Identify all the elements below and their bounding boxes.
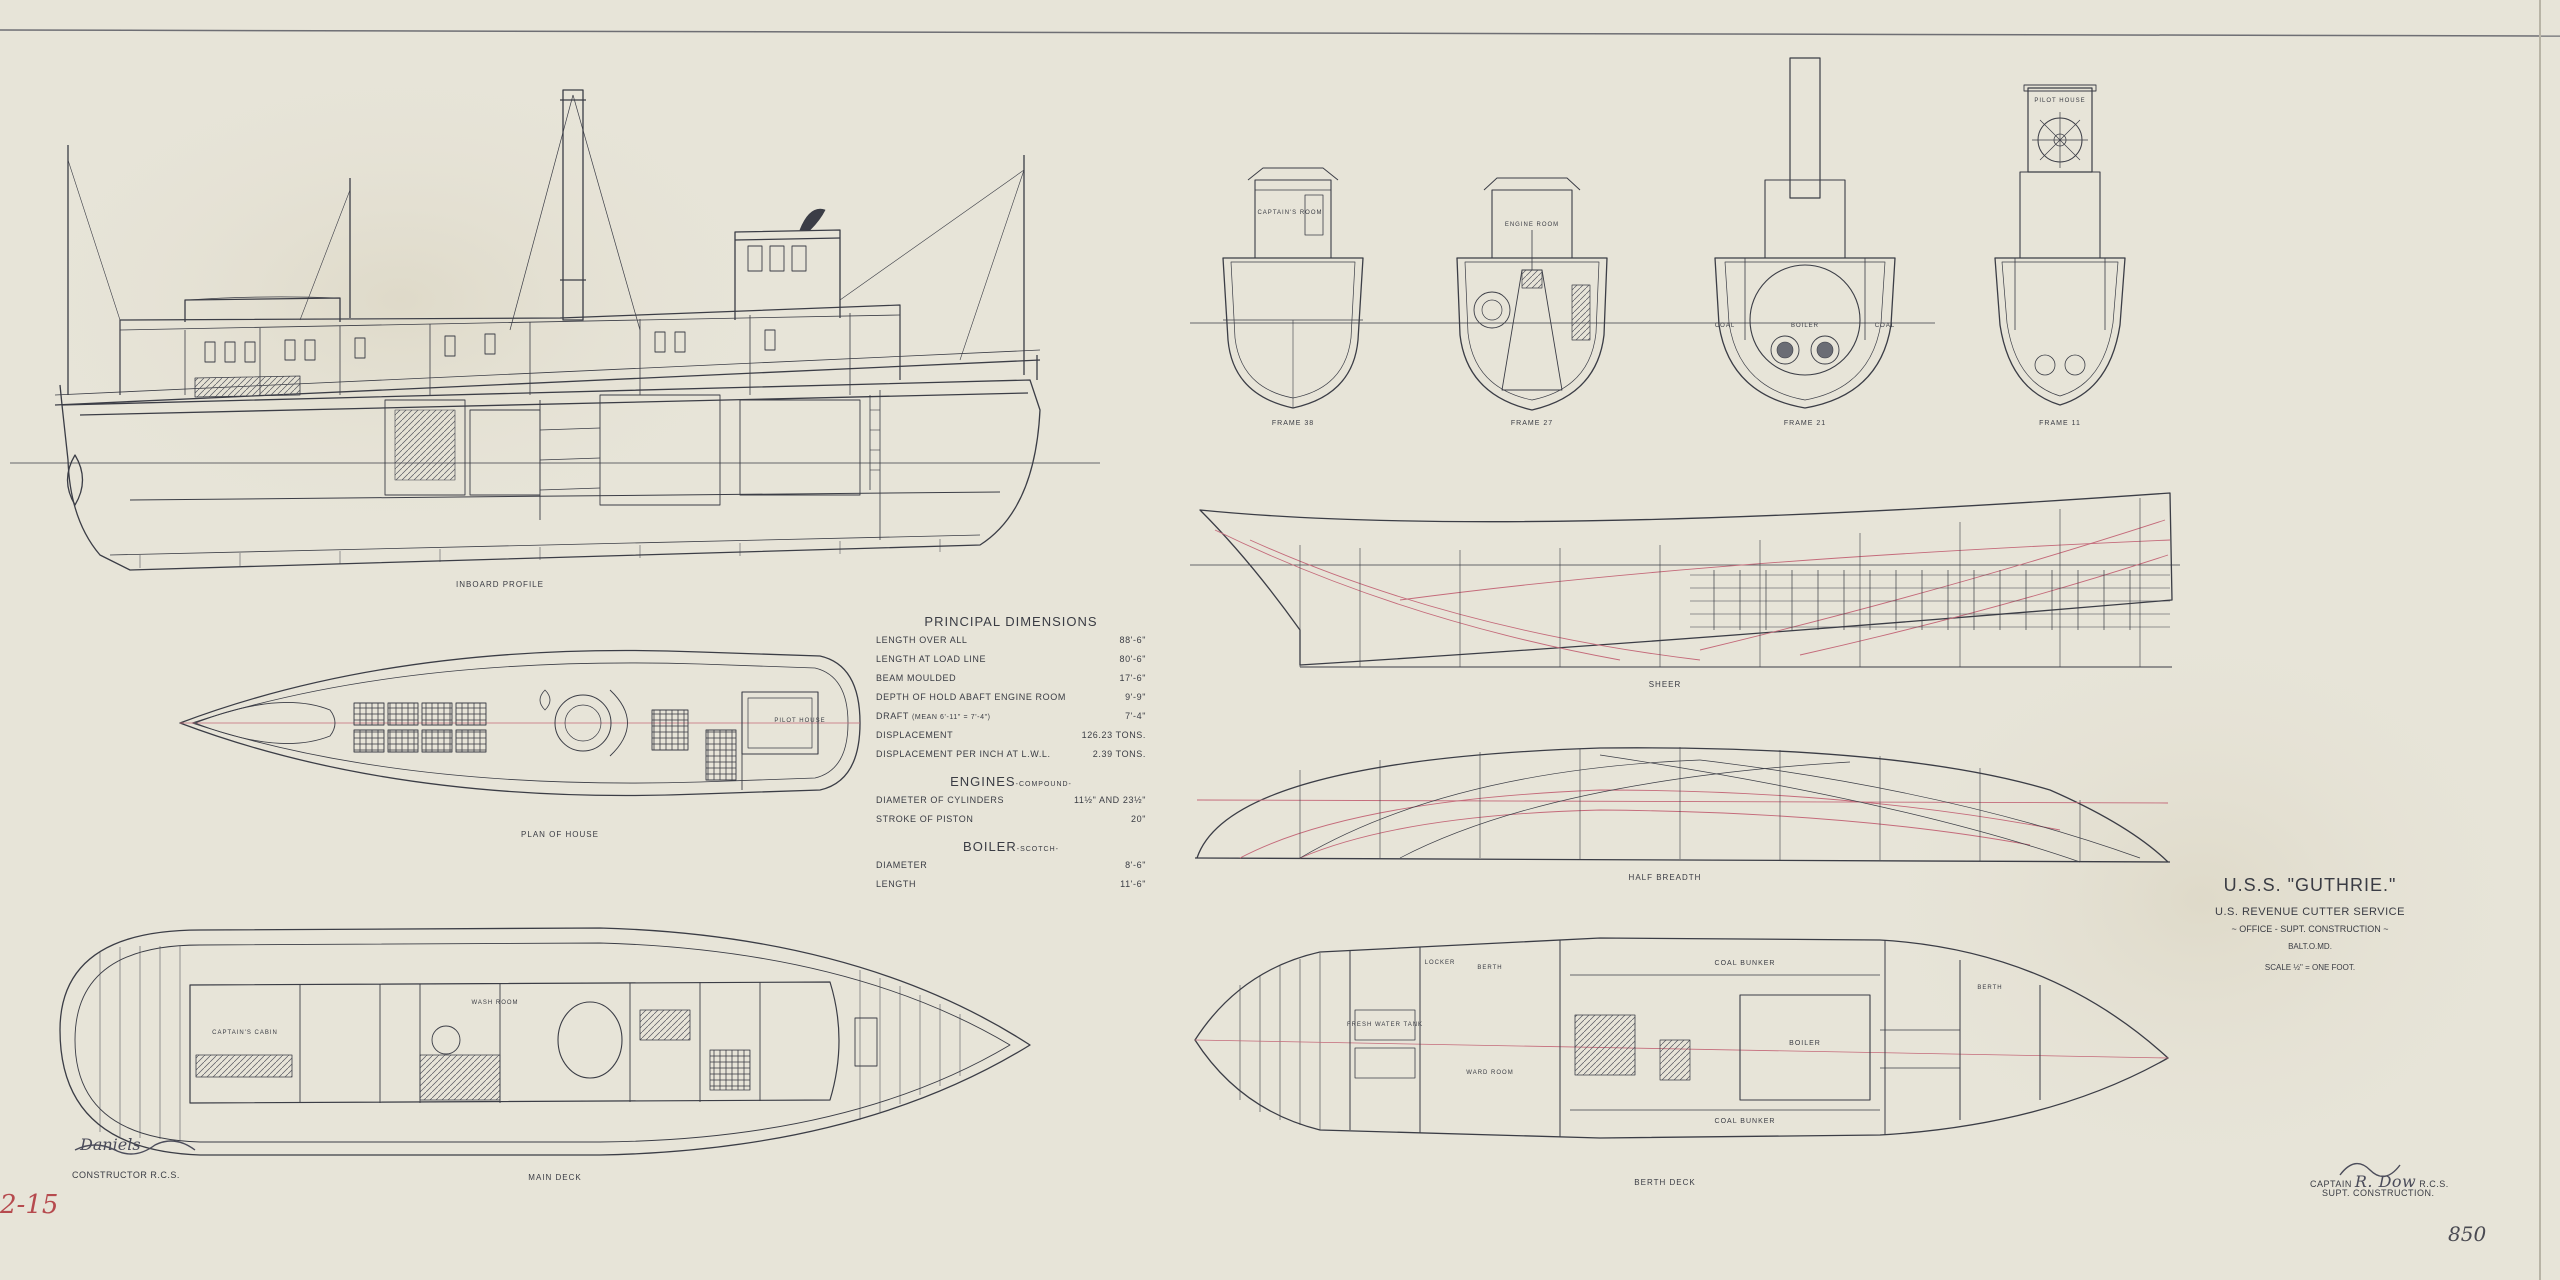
main-deck-drawing	[59, 927, 1031, 1156]
dimension-row: LENGTH 11'-6"	[876, 879, 1146, 898]
berth-deck-caption: BERTH DECK	[1634, 1178, 1696, 1187]
dimension-label: LENGTH OVER ALL	[876, 635, 968, 645]
frame-caption: FRAME 38	[1271, 420, 1315, 427]
dimension-row: DISPLACEMENT 126.23 TONS.	[876, 730, 1146, 749]
room-label: BERTH	[1477, 965, 1503, 971]
dimension-row: DIAMETER OF CYLINDERS 11½" AND 23½"	[876, 795, 1146, 814]
vessel-name: U.S.S. "GUTHRIE."	[2223, 875, 2397, 895]
dimension-row: STROKE OF PISTON 20"	[876, 814, 1146, 833]
room-label: COAL BUNKER	[1714, 960, 1776, 967]
dimension-value: 11½" AND 23½"	[1073, 795, 1146, 805]
plan-of-house-drawing	[179, 649, 861, 797]
engines-title: ENGINES-COMPOUND-	[876, 774, 1146, 789]
constructor-signature: Daniels	[80, 1135, 141, 1154]
dimension-row: DISPLACEMENT PER INCH AT L.W.L. 2.39 TONS…	[876, 749, 1146, 768]
room-label: CAPTAIN'S CABIN	[212, 1030, 278, 1036]
dimension-row: LENGTH AT LOAD LINE 80'-6"	[876, 654, 1146, 673]
boiler-title-text: BOILER	[963, 839, 1017, 854]
service-name: U.S. REVENUE CUTTER SERVICE	[2215, 906, 2405, 918]
room-label: BOILER	[1790, 323, 1820, 329]
signature-constructor-mark	[74, 1140, 196, 1155]
inboard-profile-caption: INBOARD PROFILE	[456, 580, 544, 589]
sheet-number: 850	[2448, 1222, 2487, 1246]
dimension-row: LENGTH OVER ALL 88'-6"	[876, 635, 1146, 654]
sheer-caption: SHEER	[1648, 680, 1682, 689]
half-breadth-caption: HALF BREADTH	[1628, 873, 1702, 882]
superintendent-suffix: R.C.S.	[2419, 1179, 2449, 1189]
red-annotation: 2-15	[0, 1190, 59, 1220]
room-label: PILOT HOUSE	[2034, 98, 2086, 104]
room-label: LOCKER	[1424, 960, 1456, 966]
room-label: COAL BUNKER	[1714, 1118, 1776, 1125]
room-label: COAL	[1874, 323, 1896, 329]
dimension-value: 7'-4"	[1125, 711, 1146, 721]
dimension-row: DEPTH OF HOLD ABAFT ENGINE ROOM 9'-9"	[876, 692, 1146, 711]
principal-dimensions-table: PRINCIPAL DIMENSIONS LENGTH OVER ALL 88'-…	[876, 608, 1146, 898]
superintendent-line: CAPTAIN R. Dow R.C.S.	[2310, 1172, 2449, 1191]
room-label: ENGINE ROOM	[1504, 222, 1560, 228]
room-label: FRESH WATER TANK	[1346, 1022, 1424, 1028]
engines-title-text: ENGINES	[950, 774, 1016, 789]
dimension-label: DIAMETER	[876, 860, 928, 870]
dimension-label: DISPLACEMENT	[876, 730, 954, 740]
place-name: BALT.O.MD.	[2288, 942, 2332, 951]
boiler-title: BOILER-SCOTCH-	[876, 839, 1146, 854]
frame-caption: FRAME 27	[1510, 420, 1554, 427]
dimension-label: DIAMETER OF CYLINDERS	[876, 795, 1005, 805]
dimensions-title: PRINCIPAL DIMENSIONS	[924, 614, 1098, 629]
dimension-value: 20"	[1130, 814, 1146, 824]
frame-caption: FRAME 11	[2039, 420, 2081, 427]
dimension-value: 126.23 TONS.	[1081, 730, 1146, 740]
room-label: CAPTAIN'S ROOM	[1257, 210, 1323, 216]
room-label: PILOT HOUSE	[774, 718, 826, 724]
boiler-subtitle: -SCOTCH-	[1016, 846, 1059, 853]
room-label: COAL	[1714, 323, 1736, 329]
dimension-label: DISPLACEMENT PER INCH AT L.W.L.	[876, 749, 1051, 759]
dimension-row: DRAFT (MEAN 6'-11" = 7'-4") 7'-4"	[876, 711, 1146, 730]
room-label: BERTH	[1977, 985, 2003, 991]
constructor-title: CONSTRUCTOR R.C.S.	[72, 1170, 180, 1180]
half-breadth-drawing	[1194, 747, 2171, 863]
berth-deck-drawing	[1194, 937, 2169, 1139]
scale-note: SCALE ½" = ONE FOOT.	[2264, 963, 2356, 972]
inboard-profile-drawing	[10, 89, 1100, 571]
dimension-label: LENGTH	[876, 879, 917, 889]
dimension-label: STROKE OF PISTON	[876, 814, 974, 824]
title-block: U.S.S. "GUTHRIE." U.S. REVENUE CUTTER SE…	[2190, 875, 2430, 972]
dimension-row: DIAMETER 8'-6"	[876, 860, 1146, 879]
dimension-label: DEPTH OF HOLD ABAFT ENGINE ROOM	[876, 692, 1066, 702]
dimension-row: BEAM MOULDED 17'-6"	[876, 673, 1146, 692]
engines-subtitle: -COMPOUND-	[1015, 781, 1072, 788]
superintendent-title: SUPT. CONSTRUCTION.	[2322, 1188, 2435, 1198]
dimension-value: 88'-6"	[1119, 635, 1146, 645]
dimension-value: 9'-9"	[1125, 692, 1146, 702]
superintendent-prefix: CAPTAIN	[2310, 1179, 2352, 1189]
sheer-drawing	[1190, 492, 2180, 668]
main-deck-caption: MAIN DECK	[528, 1173, 582, 1182]
dimension-note: (MEAN 6'-11" = 7'-4")	[911, 714, 991, 721]
signature-superintendent-mark	[2339, 1162, 2401, 1178]
dimension-label: BEAM MOULDED	[876, 673, 957, 683]
plan-of-house-caption: PLAN OF HOUSE	[521, 830, 599, 839]
superintendent-signature: R. Dow	[2354, 1172, 2417, 1191]
dimension-label: DRAFT	[876, 711, 909, 721]
room-label: BOILER	[1789, 1040, 1821, 1047]
dimension-label: LENGTH AT LOAD LINE	[876, 654, 987, 664]
office-name: ~ OFFICE - SUPT. CONSTRUCTION ~	[2231, 924, 2389, 934]
frame-sections-drawing	[1190, 57, 2126, 411]
room-label: WARD ROOM	[1466, 1070, 1514, 1076]
dimension-value: 8'-6"	[1125, 860, 1146, 870]
dimension-value: 2.39 TONS.	[1092, 749, 1146, 759]
frame-caption: FRAME 21	[1783, 420, 1827, 427]
dimension-value: 80'-6"	[1119, 654, 1146, 664]
dimension-value: 11'-6"	[1120, 879, 1146, 889]
room-label: WASH ROOM	[471, 1000, 519, 1006]
dimension-value: 17'-6"	[1119, 673, 1146, 683]
